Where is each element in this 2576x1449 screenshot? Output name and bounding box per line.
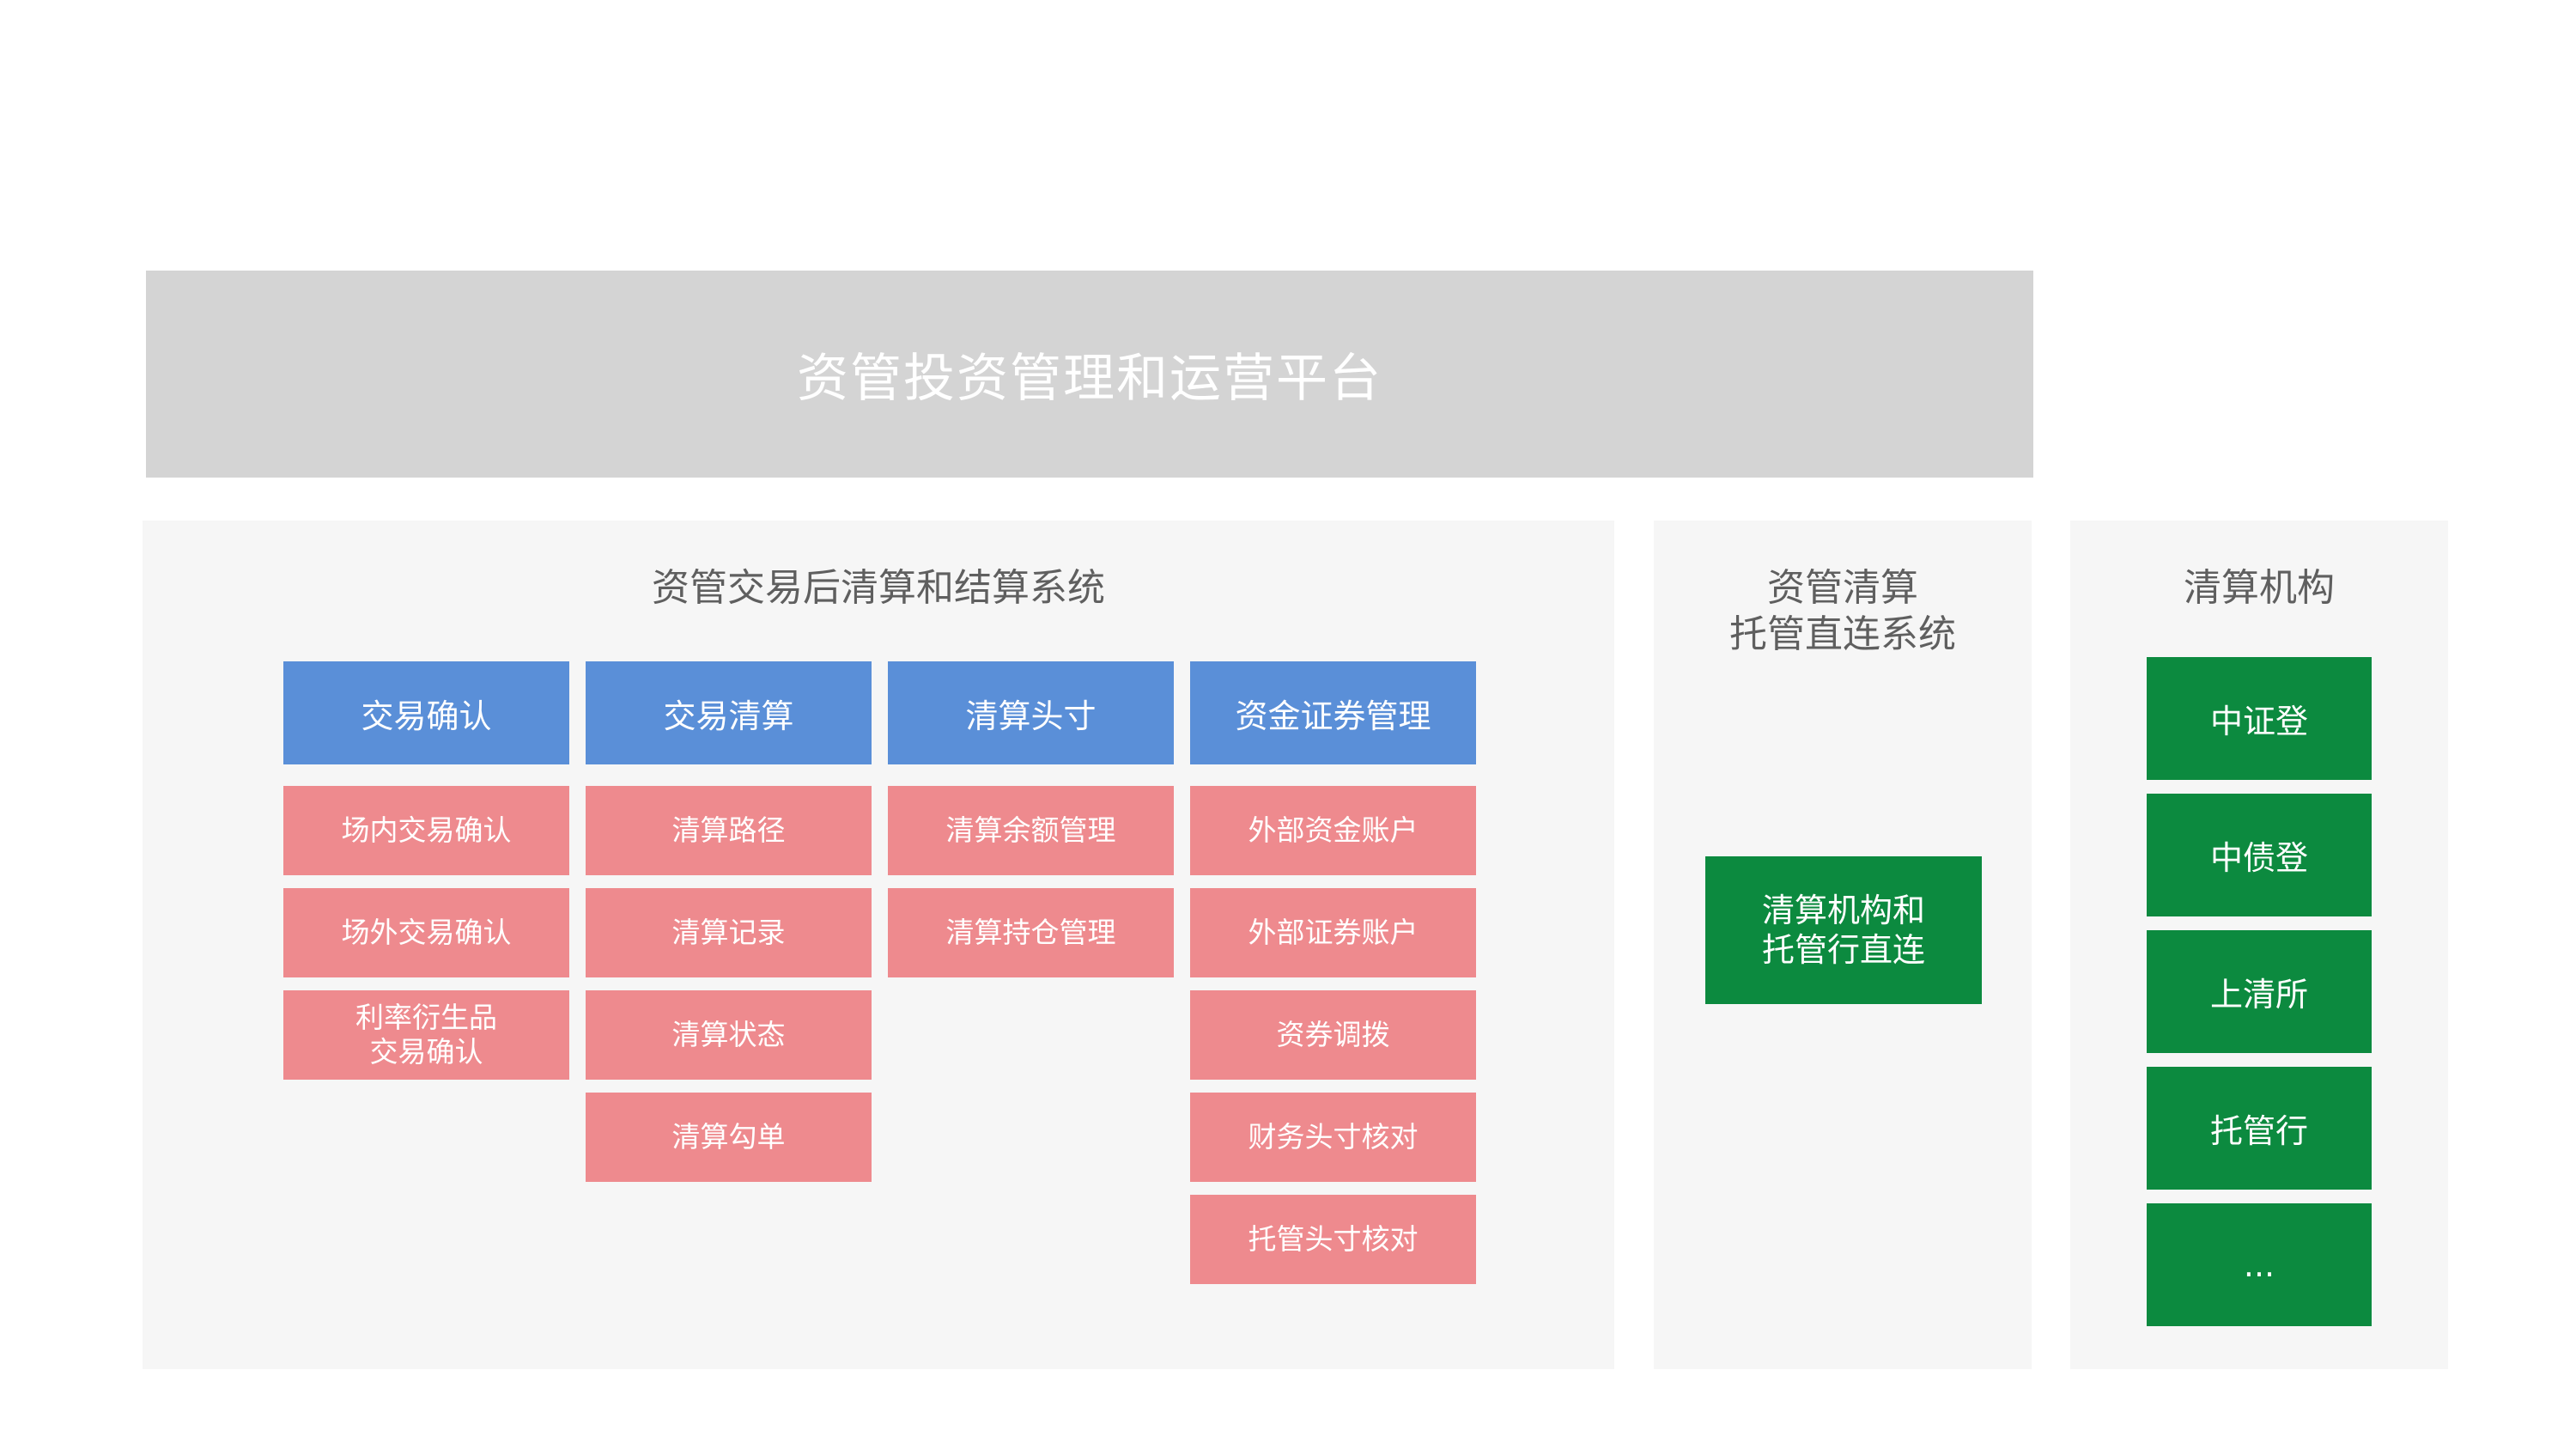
module-label: 利率衍生品	[355, 1001, 497, 1034]
module-label: 场内交易确认	[341, 813, 512, 847]
box-label: 清算机构和	[1761, 892, 1925, 929]
post-trade-system-panel: 资管交易后清算和结算系统 交易确认 场内交易确认 场外交易确认 利率衍生品 交易…	[143, 521, 1614, 1369]
module-label: 清算记录	[671, 916, 786, 949]
module-label: 外部资金账户	[1248, 813, 1419, 847]
title-line: 资管清算	[1767, 566, 1918, 610]
module-box: 场外交易确认	[283, 888, 569, 977]
custody-direct-system-panel: 资管清算 托管直连系统 清算机构和 托管行直连	[1654, 521, 2032, 1369]
column-header: 资金证券管理	[1190, 661, 1476, 764]
custody-direct-box: 清算机构和 托管行直连	[1705, 856, 1982, 1004]
module-label: 财务头寸核对	[1248, 1120, 1419, 1154]
institution-box: ...	[2147, 1203, 2372, 1326]
module-box: 清算路径	[586, 786, 872, 875]
module-label: 托管头寸核对	[1248, 1222, 1419, 1256]
column-trade-confirmation: 交易确认 场内交易确认 场外交易确认 利率衍生品 交易确认	[283, 661, 569, 1093]
module-label: 外部证券账户	[1248, 916, 1419, 949]
module-box: 清算余额管理	[888, 786, 1174, 875]
module-label: 清算持仓管理	[945, 916, 1116, 949]
institution-box: 上清所	[2147, 930, 2372, 1053]
module-box: 清算勾单	[586, 1093, 872, 1182]
module-box: 清算记录	[586, 888, 872, 977]
column-header: 交易确认	[283, 661, 569, 764]
module-box: 清算状态	[586, 990, 872, 1080]
institution-list: 中证登 中债登 上清所 托管行 ...	[2147, 657, 2372, 1340]
module-box: 财务头寸核对	[1190, 1093, 1476, 1182]
module-label: 交易确认	[369, 1035, 483, 1068]
module-label: 清算勾单	[671, 1120, 786, 1154]
module-label: 资券调拨	[1276, 1018, 1390, 1051]
module-box: 清算持仓管理	[888, 888, 1174, 977]
platform-banner: 资管投资管理和运营平台	[146, 271, 2033, 478]
title-line: 托管直连系统	[1729, 612, 1956, 656]
institution-box: 托管行	[2147, 1067, 2372, 1190]
column-fund-security-management: 资金证券管理 外部资金账户 外部证券账户 资券调拨 财务头寸核对 托管头寸核对	[1190, 661, 1476, 1297]
module-box: 外部资金账户	[1190, 786, 1476, 875]
module-label: 清算状态	[671, 1018, 786, 1051]
module-box: 托管头寸核对	[1190, 1195, 1476, 1284]
module-box: 资券调拨	[1190, 990, 1476, 1080]
module-box: 利率衍生品 交易确认	[283, 990, 569, 1080]
clearing-institutions-panel: 清算机构 中证登 中债登 上清所 托管行 ...	[2070, 521, 2448, 1369]
custody-direct-system-title: 资管清算 托管直连系统	[1654, 565, 2032, 658]
column-header: 清算头寸	[888, 661, 1174, 764]
institution-box: 中证登	[2147, 657, 2372, 780]
institution-box: 中债登	[2147, 794, 2372, 916]
box-label: 托管行直连	[1761, 931, 1925, 969]
module-label: 清算路径	[671, 813, 786, 847]
post-trade-system-title: 资管交易后清算和结算系统	[652, 566, 1105, 610]
column-trade-clearing: 交易清算 清算路径 清算记录 清算状态 清算勾单	[586, 661, 872, 1195]
module-box: 场内交易确认	[283, 786, 569, 875]
module-label: 场外交易确认	[341, 916, 512, 949]
column-header: 交易清算	[586, 661, 872, 764]
column-clearing-position: 清算头寸 清算余额管理 清算持仓管理	[888, 661, 1174, 990]
module-box: 外部证券账户	[1190, 888, 1476, 977]
module-label: 清算余额管理	[945, 813, 1116, 847]
platform-title: 资管投资管理和运营平台	[797, 349, 1382, 409]
clearing-institutions-title: 清算机构	[2184, 566, 2335, 610]
